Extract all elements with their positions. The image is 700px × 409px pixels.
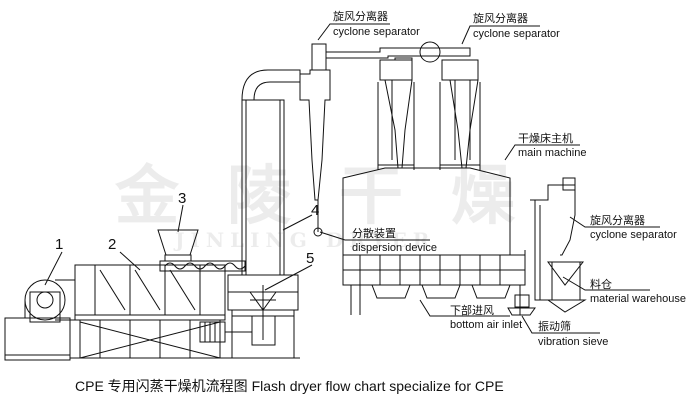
cyclone3-cn: 旋风分离器 [590, 215, 645, 227]
cyclone3-en: cyclone separator [590, 229, 677, 241]
cyclone2-cn: 旋风分离器 [473, 13, 528, 25]
main-cn: 干燥床主机 [518, 133, 573, 145]
callout-1: 1 [55, 236, 64, 253]
sieve-en: vibration sieve [538, 336, 609, 348]
inlet-cn: 下部进风 [450, 305, 494, 317]
inlet-en: bottom air inlet [450, 319, 523, 331]
figure-caption: CPE 专用闪蒸干燥机流程图 Flash dryer flow chart sp… [75, 378, 504, 394]
callout-5: 5 [306, 250, 315, 267]
dispersion-en: dispersion device [352, 242, 437, 254]
dispersion-cn: 分散装置 [352, 228, 396, 240]
warehouse-en: material warehouse [590, 293, 686, 305]
warehouse-cn: 料仓 [590, 279, 612, 291]
callout-2: 2 [108, 236, 117, 253]
main-en: main machine [518, 147, 587, 159]
cyclone2-en: cyclone separator [473, 28, 560, 40]
cyclone1-en: cyclone separator [333, 26, 420, 38]
cyclone1-cn: 旋风分离器 [333, 11, 388, 23]
callout-4: 4 [311, 202, 320, 219]
sieve-cn: 振动筛 [538, 321, 571, 333]
callout-3: 3 [178, 190, 187, 207]
